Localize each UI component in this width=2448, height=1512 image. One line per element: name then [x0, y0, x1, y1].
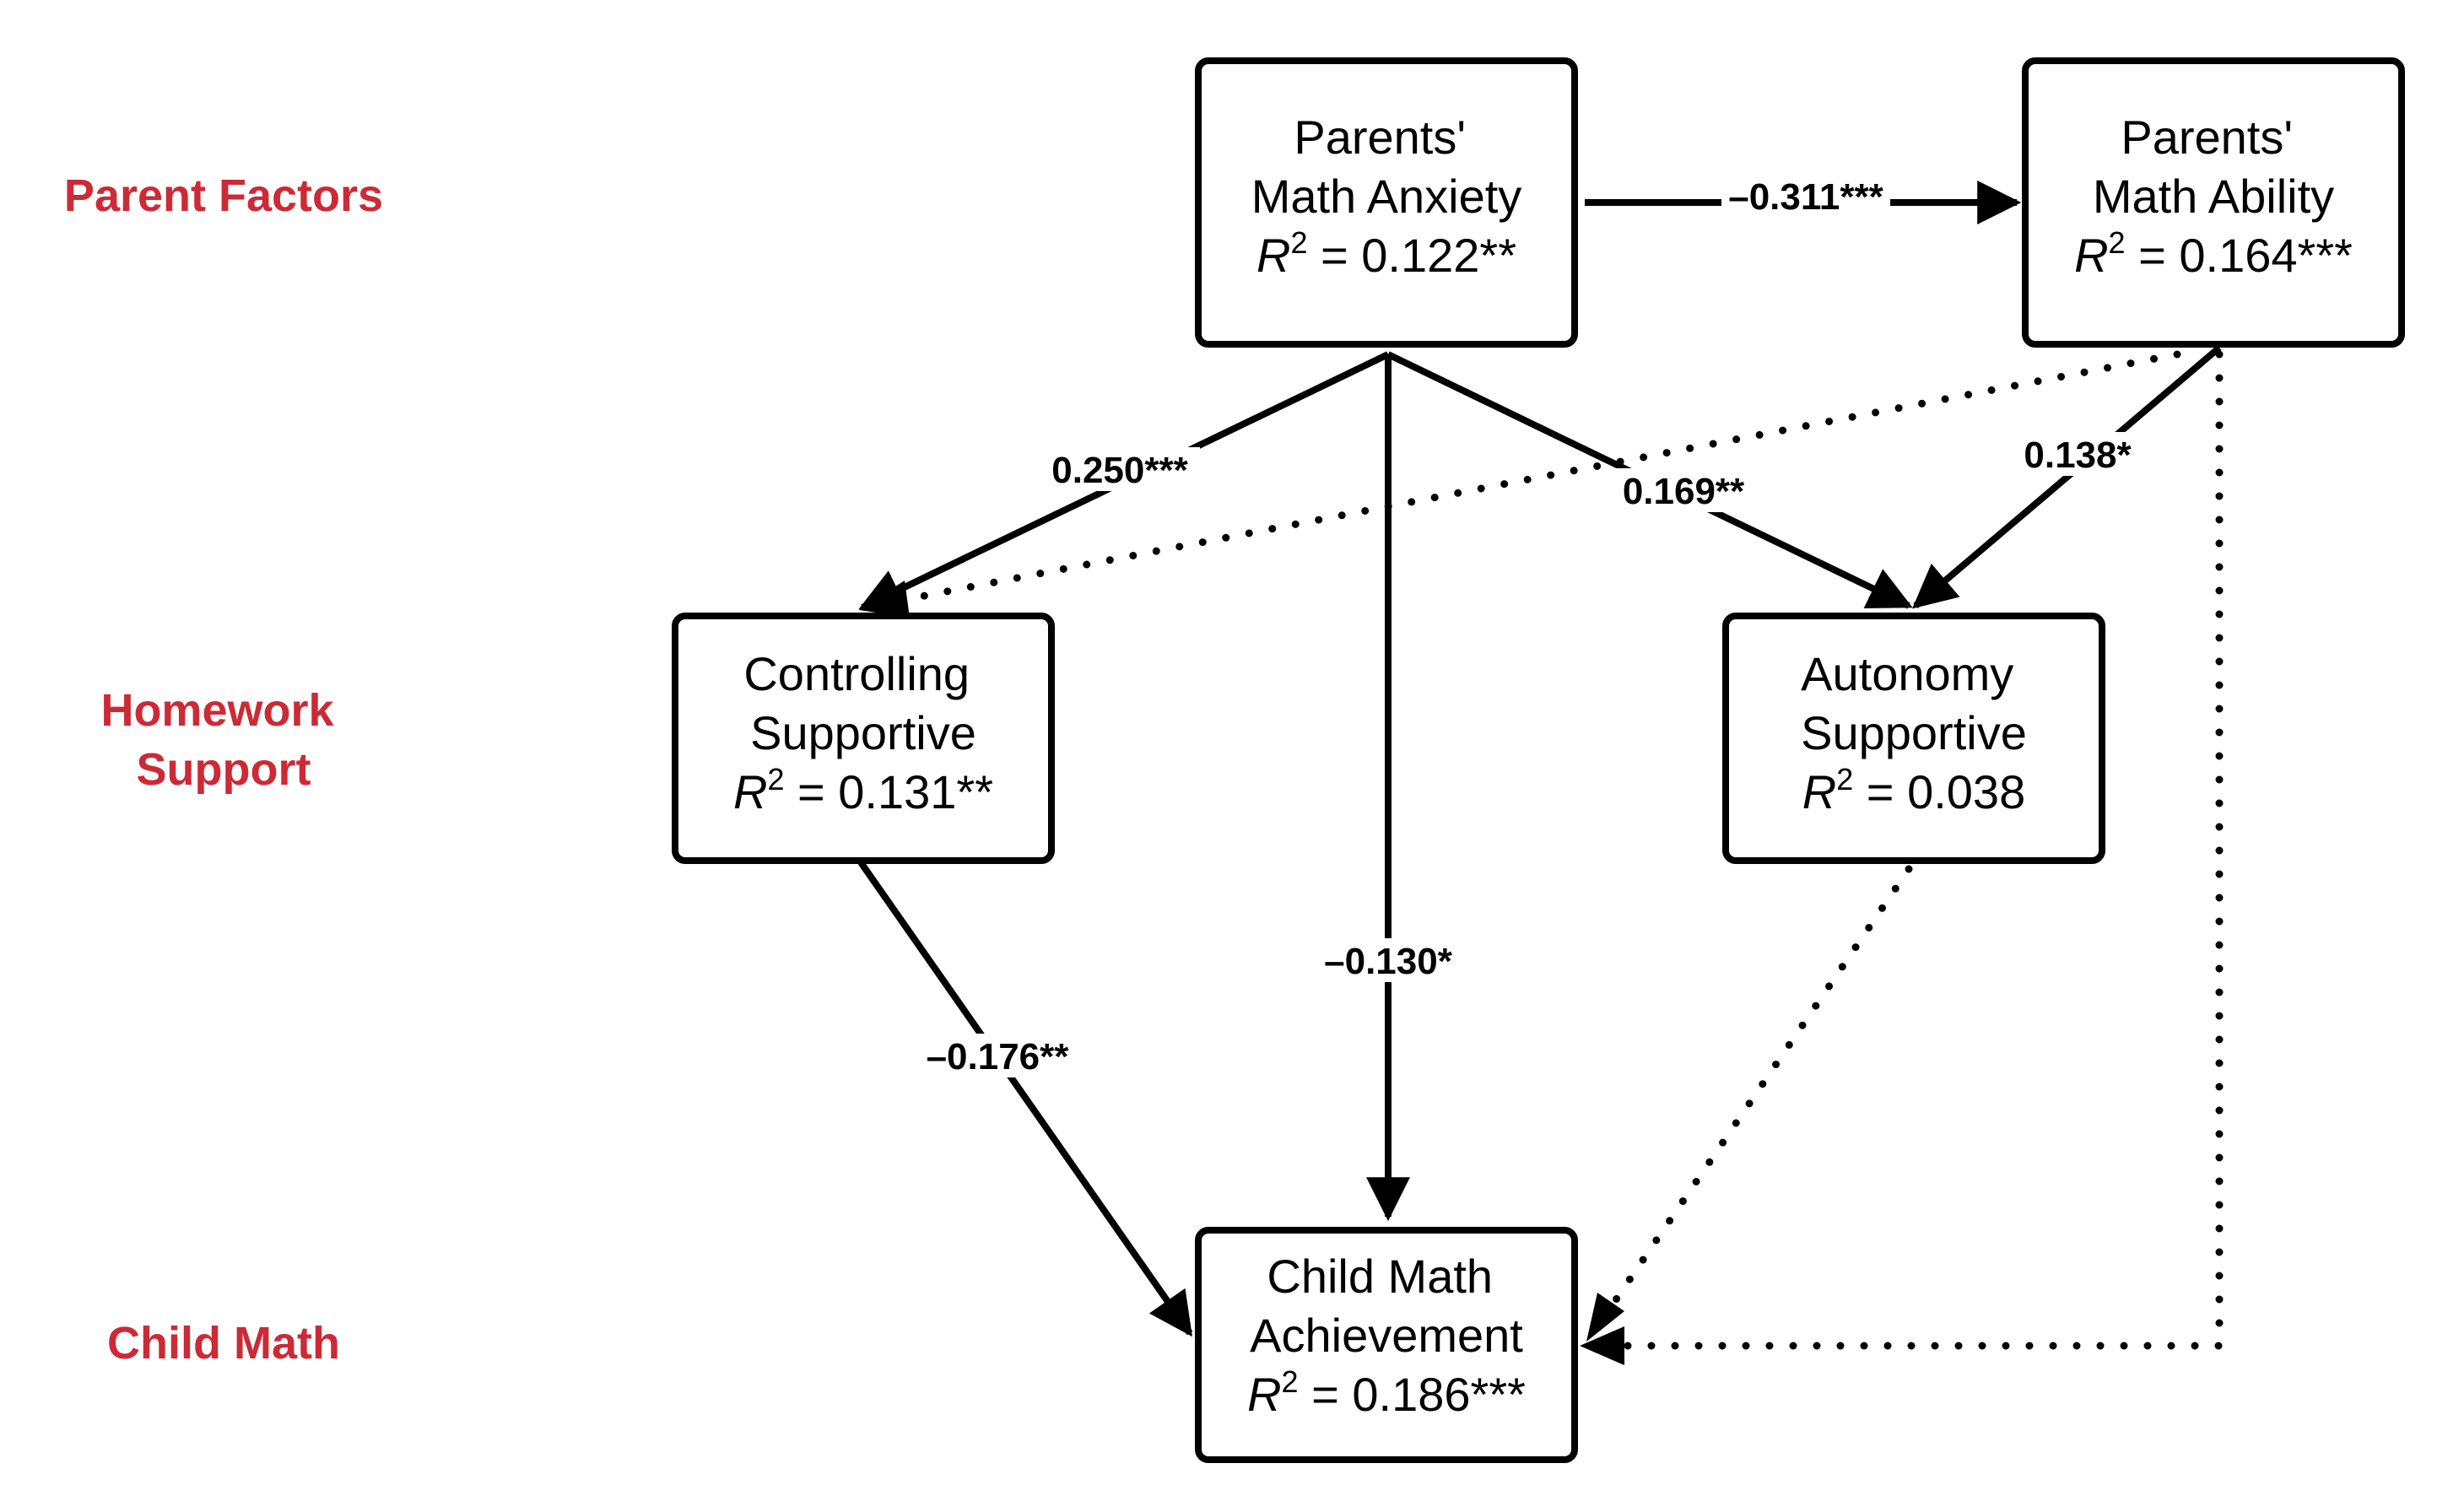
node-r2: R2 = 0.131** — [733, 762, 993, 818]
edge-label-text: –0.130* — [1324, 941, 1453, 982]
edge-label-controlling-to-child: –0.176** — [907, 1034, 1089, 1077]
r2-value: = 0.164*** — [2126, 229, 2353, 282]
r2-symbol: R — [733, 765, 767, 818]
node-child-math-achievement: Child Math Achievement R2 = 0.186*** — [1195, 1227, 1578, 1463]
node-label: Autonomy Supportive — [1801, 647, 2027, 759]
node-r2: R2 = 0.038 — [1802, 762, 2025, 818]
arrowhead-autonomy-to-child — [1586, 1293, 1624, 1342]
r2-value: = 0.131** — [784, 765, 993, 818]
r2-symbol: R — [1802, 765, 1836, 818]
edge-label-bg — [2013, 432, 2143, 476]
edge-label-anxiety-to-controlling: 0.250*** — [1040, 447, 1200, 491]
r2-exponent: 2 — [1282, 1364, 1299, 1399]
edge-label-text: 0.169** — [1623, 471, 1745, 512]
node-label: Controlling Supportive — [743, 647, 982, 759]
r2-value: = 0.186*** — [1299, 1368, 1526, 1421]
edge-label-bg — [1040, 447, 1200, 491]
node-controlling-supportive: Controlling Supportive R2 = 0.131** — [672, 613, 1055, 864]
node-label: Parents' Math Ability — [2093, 111, 2334, 223]
r2-symbol: R — [1247, 1368, 1281, 1421]
r2-symbol: R — [2074, 229, 2108, 282]
r2-exponent: 2 — [767, 762, 784, 796]
edge-label-text: –0.311*** — [1728, 176, 1883, 218]
edge-labels: –0.311*** 0.250*** 0.169** 0.138* –0.130… — [907, 176, 2143, 1077]
r2-value: = 0.038 — [1853, 765, 2025, 818]
node-line-1: Child Math — [1267, 1250, 1493, 1303]
node-line-2: Supportive — [1801, 706, 2027, 759]
node-box — [2022, 57, 2405, 348]
edge-label-text: –0.176** — [927, 1036, 1070, 1077]
r2-exponent: 2 — [1836, 762, 1853, 796]
edge-label-bg — [907, 1034, 1089, 1077]
r2-exponent: 2 — [1290, 225, 1307, 260]
nodes: Parents' Math Anxiety R2 = 0.122** Paren… — [672, 57, 2405, 1463]
edge-label-anxiety-to-autonomy: 0.169** — [1610, 468, 1758, 512]
node-line-1: Controlling — [743, 647, 970, 700]
level-label-support: Support — [137, 744, 311, 795]
r2-symbol: R — [1256, 229, 1290, 282]
level-label-child-math: Child Math — [107, 1318, 340, 1369]
edge-ability-to-controlling — [894, 350, 2181, 605]
node-box — [1195, 1227, 1578, 1463]
level-label-parent-factors: Parent Factors — [64, 170, 383, 221]
edge-label-anxiety-to-ability: –0.311*** — [1721, 176, 1890, 218]
node-line-1: Parents' — [1294, 111, 1466, 164]
edge-label-text: 0.250*** — [1051, 450, 1188, 491]
level-label-homework: Homework — [100, 685, 334, 736]
node-autonomy-supportive: Autonomy Supportive R2 = 0.038 — [1722, 613, 2105, 864]
node-parents-math-anxiety: Parents' Math Anxiety R2 = 0.122** — [1195, 57, 1578, 348]
node-parents-math-ability: Parents' Math Ability R2 = 0.164*** — [2022, 57, 2405, 348]
edge-label-bg — [1610, 468, 1758, 512]
node-r2: R2 = 0.164*** — [2074, 225, 2353, 282]
level-label-homework-support: Homework Support — [100, 685, 346, 795]
node-r2: R2 = 0.186*** — [1247, 1364, 1526, 1421]
edge-ability-to-child — [1620, 350, 2224, 1350]
node-line-1: Parents' — [2121, 111, 2293, 164]
level-labels: Parent Factors Homework Support Child Ma… — [64, 170, 383, 1369]
node-box — [1722, 613, 2105, 864]
node-r2: R2 = 0.122** — [1256, 225, 1516, 282]
edge-autonomy-to-child — [1603, 865, 1913, 1316]
node-label: Child Math Achievement — [1250, 1250, 1523, 1362]
r2-exponent: 2 — [2109, 225, 2126, 260]
edge-label-anxiety-to-child: –0.130* — [1306, 938, 1470, 982]
edge-label-ability-to-autonomy: 0.138* — [2013, 432, 2143, 476]
node-line-2: Supportive — [750, 706, 976, 759]
edge-label-bg — [1306, 938, 1470, 982]
edge-controlling-to-child — [857, 860, 1193, 1337]
r2-value: = 0.122** — [1307, 229, 1516, 282]
node-line-2: Achievement — [1250, 1309, 1523, 1362]
edge-ability-to-autonomy — [1912, 344, 2222, 609]
node-line-2: Math Anxiety — [1251, 170, 1522, 223]
arrowhead-ability-to-child — [1580, 1326, 1624, 1365]
node-label: Parents' Math Anxiety — [1251, 111, 1522, 223]
node-box — [672, 613, 1055, 864]
node-box — [1195, 57, 1578, 348]
edge-label-text: 0.138* — [2024, 435, 2132, 476]
node-line-1: Autonomy — [1801, 647, 2013, 700]
edge-label-bg — [1721, 176, 1890, 218]
node-line-2: Math Ability — [2093, 170, 2334, 223]
